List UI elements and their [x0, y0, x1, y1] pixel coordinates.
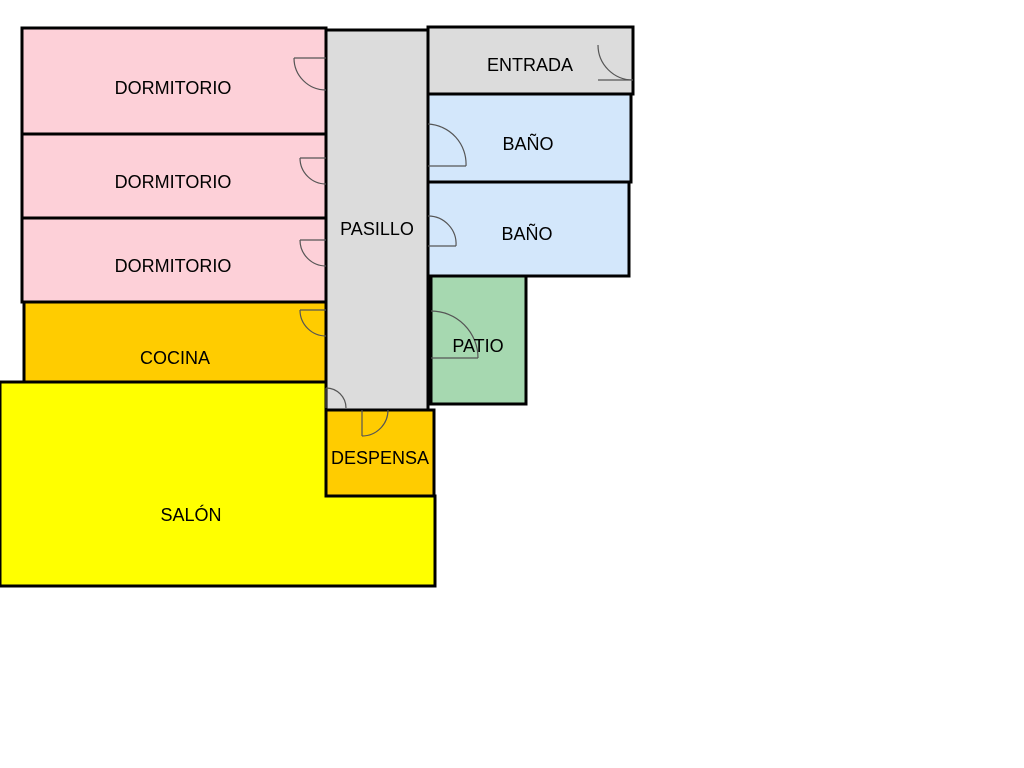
label-despensa: DESPENSA: [331, 448, 429, 468]
door-cocina: [299, 309, 327, 337]
room-cocina: [22, 300, 328, 384]
door-salon: [325, 387, 347, 409]
label-bano-2: BAÑO: [501, 223, 552, 244]
label-bano-1: BAÑO: [502, 133, 553, 154]
room-dormitorio-2: [20, 132, 328, 220]
room-patio: [429, 274, 528, 406]
label-dormitorio-3: DORMITORIO: [115, 256, 232, 276]
door-despensa: [361, 409, 389, 437]
room-dormitorio-1: [20, 26, 328, 136]
label-cocina: COCINA: [140, 348, 210, 368]
door-bano-2: [427, 215, 457, 247]
door-dormitorio-2: [299, 157, 327, 185]
label-dormitorio-1: DORMITORIO: [115, 78, 232, 98]
door-bano-1: [427, 123, 467, 167]
label-entrada: ENTRADA: [487, 55, 573, 75]
door-dormitorio-3: [299, 239, 327, 267]
door-patio: [430, 310, 479, 359]
label-dormitorio-2: DORMITORIO: [115, 172, 232, 192]
room-despensa: [324, 408, 436, 498]
door-dormitorio-1: [293, 57, 327, 91]
room-bano-1: [426, 92, 633, 184]
room-entrada: [426, 25, 635, 96]
label-salon: SALÓN: [160, 504, 221, 525]
label-pasillo: PASILLO: [340, 219, 414, 239]
label-patio: PATIO: [452, 336, 503, 356]
door-entrada: [597, 44, 634, 81]
room-pasillo: [324, 28, 430, 412]
room-bano-2: [426, 180, 631, 278]
